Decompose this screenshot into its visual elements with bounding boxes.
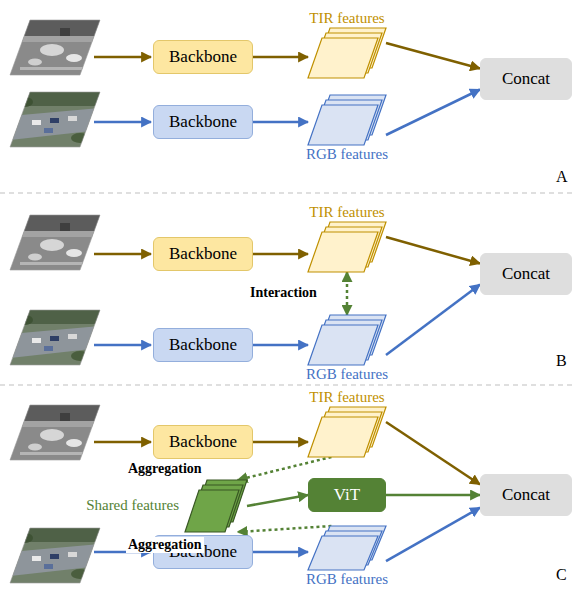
edge-label: Aggregation	[126, 537, 204, 553]
panel-letter: C	[556, 566, 567, 584]
feature-label: TIR features	[309, 10, 384, 27]
concat-box: Concat	[480, 253, 572, 295]
feature-label: TIR features	[309, 389, 384, 406]
arrow-connector	[253, 253, 308, 256]
feature-stack: RGB features	[308, 315, 386, 365]
feature-label: Shared features	[86, 497, 179, 514]
concat-box: Concat	[480, 58, 572, 100]
feature-stack: RGB features	[308, 526, 386, 570]
rgb-image	[10, 310, 100, 365]
feature-sheet	[308, 325, 378, 365]
dotted-connector	[238, 457, 332, 480]
panel-separator	[0, 193, 576, 194]
feature-stack: TIR features	[308, 28, 386, 78]
box-label: Backbone	[169, 432, 237, 452]
feature-sheets	[308, 407, 386, 457]
feature-sheet	[308, 232, 378, 272]
arrow-connector	[253, 344, 308, 347]
feature-sheets	[308, 95, 386, 145]
box-label: Backbone	[169, 112, 237, 132]
feature-label: RGB features	[306, 571, 388, 588]
edge-label: Aggregation	[126, 461, 204, 477]
backbone-box: Backbone	[153, 328, 253, 362]
feature-stack: Shared features	[185, 480, 247, 532]
arrow-connector	[386, 43, 480, 69]
feature-sheet	[308, 38, 378, 78]
arrow-connector	[386, 285, 480, 356]
concat-box: Concat	[480, 474, 572, 516]
backbone-box: Backbone	[153, 425, 253, 459]
thermal-image	[10, 405, 100, 460]
edge-label: Interaction	[248, 285, 319, 301]
arrow-connector	[253, 441, 308, 444]
rgb-image	[10, 92, 100, 147]
thermal-image	[10, 20, 100, 75]
feature-label: RGB features	[306, 366, 388, 383]
box-label: Concat	[502, 69, 550, 89]
rgb-image	[10, 528, 100, 583]
feature-sheet	[308, 536, 378, 570]
arrow-connector	[386, 237, 480, 264]
box-label: Concat	[502, 264, 550, 284]
feature-sheets	[308, 526, 386, 570]
box-label: Backbone	[169, 47, 237, 67]
arrow-connector	[386, 90, 480, 136]
input-arrow	[94, 56, 151, 59]
input-arrow	[94, 441, 151, 444]
panel-letter: A	[556, 168, 568, 186]
feature-sheets	[185, 480, 247, 532]
feature-sheets	[308, 28, 386, 78]
box-label: ViT	[334, 485, 360, 505]
thermal-image	[10, 215, 100, 270]
feature-stack: RGB features	[308, 95, 386, 145]
input-arrow	[94, 253, 151, 256]
dotted-connector	[238, 526, 332, 532]
feature-sheet	[308, 105, 378, 145]
panel-letter: B	[556, 352, 567, 370]
box-label: Backbone	[169, 244, 237, 264]
backbone-box: Backbone	[153, 105, 253, 139]
input-arrow	[94, 121, 151, 124]
arrow-connector	[386, 508, 480, 562]
arrow-connector	[386, 422, 480, 485]
box-label: Backbone	[169, 335, 237, 355]
feature-sheet	[308, 417, 378, 457]
feature-sheets	[308, 315, 386, 365]
vit-box: ViT	[308, 478, 386, 512]
backbone-box: Backbone	[153, 237, 253, 271]
arrow-connector	[253, 551, 308, 554]
arrow-connector	[253, 121, 308, 124]
feature-label: TIR features	[309, 204, 384, 221]
feature-sheet	[185, 490, 239, 532]
arrow-connector	[386, 494, 480, 497]
feature-label: RGB features	[306, 146, 388, 163]
backbone-box: Backbone	[153, 40, 253, 74]
arrow-connector	[247, 495, 308, 506]
box-label: Concat	[502, 485, 550, 505]
feature-stack: TIR features	[308, 222, 386, 272]
arrow-connector	[253, 56, 308, 59]
feature-stack: TIR features	[308, 407, 386, 457]
dotted-connector	[346, 272, 349, 315]
input-arrow	[94, 344, 151, 347]
panel-separator	[0, 385, 576, 386]
feature-sheets	[308, 222, 386, 272]
